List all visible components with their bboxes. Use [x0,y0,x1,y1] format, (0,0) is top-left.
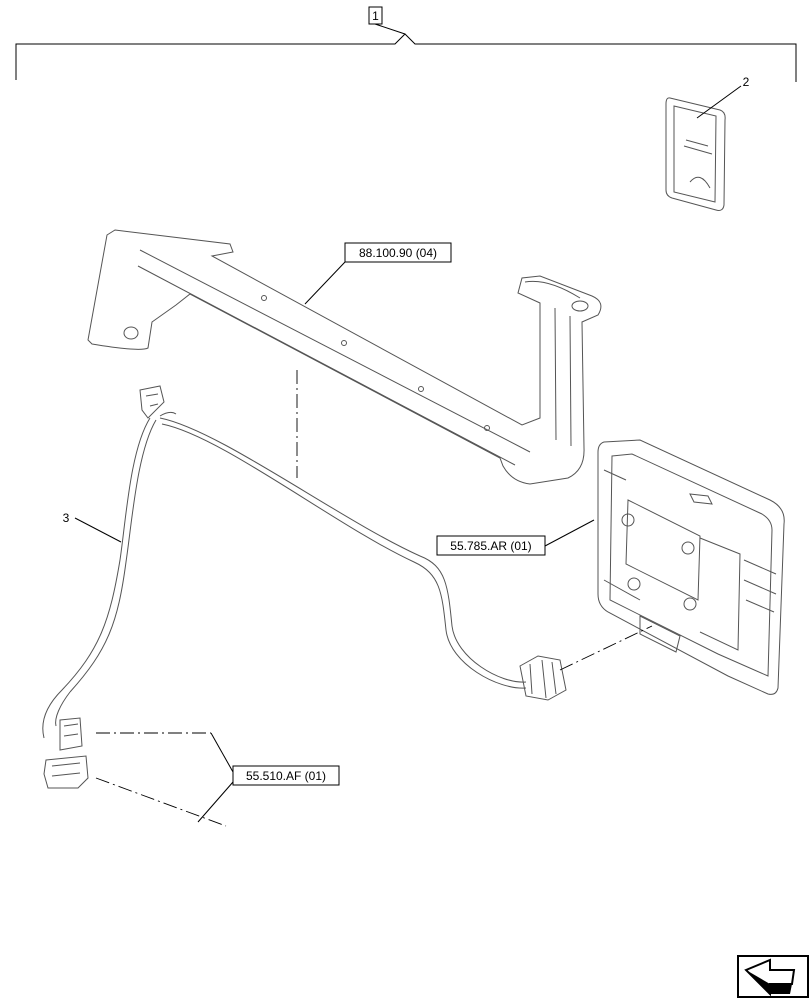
assembly-bracket-line [15,33,797,82]
bracket-ref-label: 88.100.90 (04) [359,246,437,260]
display-ref-leader [544,519,595,547]
connector-ref-label: 55.510.AF (01) [246,769,326,783]
manual-callout-label[interactable]: 2 [743,75,750,89]
display-ref-callout[interactable]: 55.785.AR (01) [436,535,546,556]
harness-callout-label[interactable]: 3 [63,511,70,525]
assembly-callout[interactable]: 1 [368,6,383,25]
bracket-ref-callout[interactable]: 88.100.90 (04) [344,242,452,263]
display-ref-label: 55.785.AR (01) [450,539,531,553]
assembly-leader [374,23,406,35]
connector-ref-callout[interactable]: 55.510.AF (01) [232,765,340,786]
manual-leader [696,85,742,119]
manual-booklet [665,97,726,211]
wiring-harness [42,385,567,789]
connector-centerline-bottom [95,777,227,827]
connector-ref-box [232,765,340,786]
display-connector-centerline [559,625,653,671]
harness-leader [74,517,122,543]
bracket-ref-box [344,242,452,263]
display-ref-box [436,535,546,556]
bracket-ref-leader [304,261,346,305]
mounting-bracket [87,229,602,485]
arrow-left-icon[interactable] [737,955,809,998]
assembly-callout-label: 1 [372,9,379,23]
connector-ref-leader-bottom [197,781,234,823]
connector-ref-leader-top [210,732,234,773]
display-unit [597,439,785,695]
